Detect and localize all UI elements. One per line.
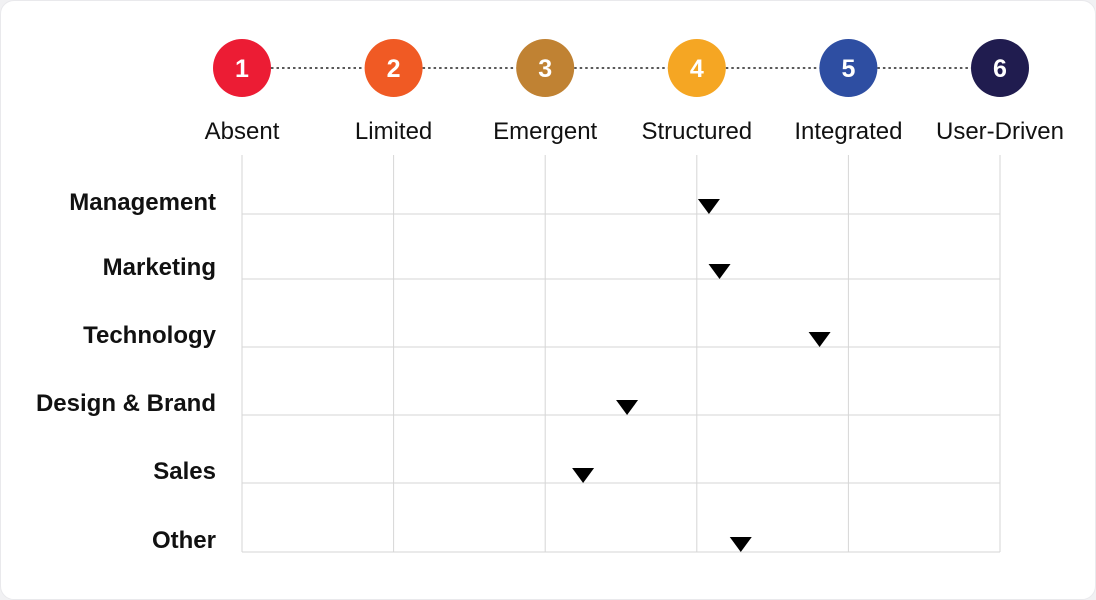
stage-label: Integrated <box>794 118 902 145</box>
row-label: Other <box>152 527 216 554</box>
stage-circle <box>819 39 878 97</box>
stage-label: User-Driven <box>936 118 1064 145</box>
stage-number: 6 <box>993 55 1007 83</box>
stage-circle <box>971 39 1029 97</box>
markers <box>572 199 831 552</box>
stage-circle <box>364 39 423 97</box>
stage-number: 3 <box>538 55 552 83</box>
marker-3 <box>808 332 831 347</box>
row-label: Design & Brand <box>36 390 216 417</box>
row-label: Marketing <box>103 254 216 281</box>
marker-6 <box>729 537 752 552</box>
marker-4 <box>616 400 639 415</box>
stage-number: 5 <box>841 55 855 83</box>
row-label: Technology <box>83 322 217 349</box>
stage-circle <box>516 39 575 97</box>
marker-2 <box>708 264 731 279</box>
row-label: Management <box>69 189 216 216</box>
stage-label: Limited <box>355 118 432 145</box>
stage-circle <box>667 39 726 97</box>
stage-circle <box>213 39 271 97</box>
row-label: Sales <box>153 458 216 485</box>
stage-label: Emergent <box>493 118 597 145</box>
stage-number: 4 <box>690 55 704 83</box>
marker-1 <box>697 199 720 214</box>
marker-5 <box>572 468 595 483</box>
stage-number: 1 <box>235 55 249 83</box>
grid <box>241 155 1001 553</box>
stage-label: Structured <box>641 118 752 145</box>
stage-label: Absent <box>205 118 280 145</box>
stage-number: 2 <box>387 55 401 83</box>
